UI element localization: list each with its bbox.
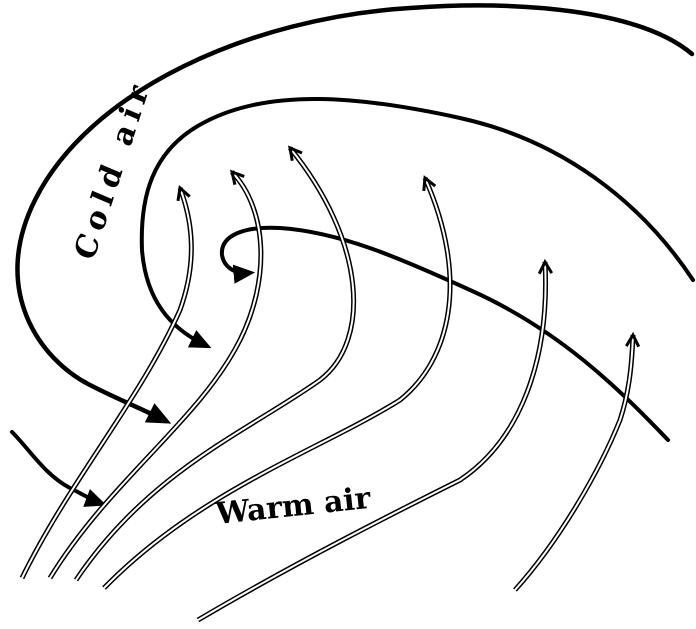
outer-hook-curve	[15, 3, 695, 424]
arrowhead	[422, 175, 437, 192]
flow-arrow	[196, 261, 549, 623]
flow-arrow	[19, 187, 194, 580]
arrowhead	[176, 185, 191, 202]
bottom-left-arrow	[10, 430, 107, 507]
flow-arrow	[47, 170, 264, 580]
arrowhead	[229, 169, 245, 186]
middle-boundary-curve	[139, 96, 695, 349]
arrowhead	[624, 331, 641, 348]
arrowhead	[537, 258, 554, 275]
flow-arrow	[73, 146, 357, 582]
arrowhead	[288, 145, 303, 162]
front-lines	[10, 3, 695, 507]
flow-arrow	[513, 334, 636, 592]
inner-hook-curve	[219, 225, 670, 442]
flow-arrow	[102, 176, 453, 590]
warm-air-flow-arrows	[19, 145, 641, 623]
